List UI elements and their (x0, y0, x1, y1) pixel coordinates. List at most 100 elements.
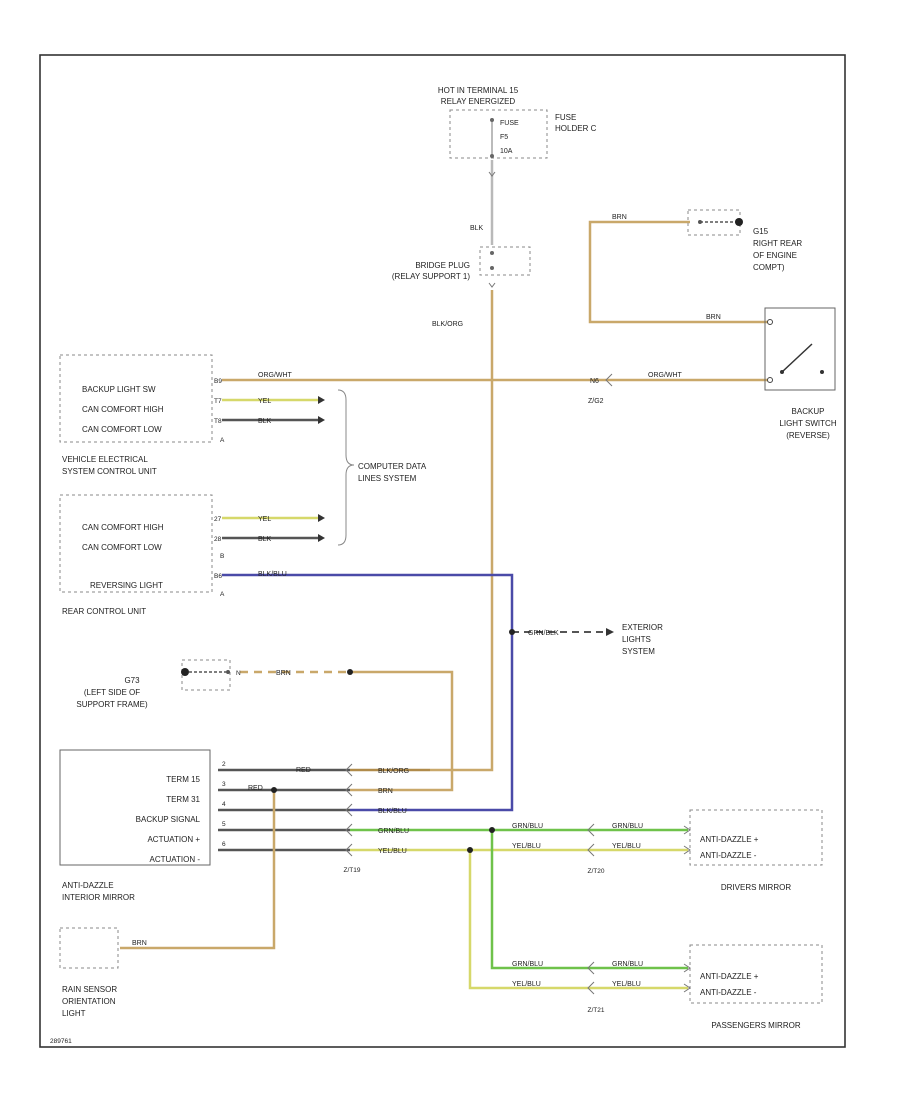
wire-label-brn-switch: BRN (706, 314, 721, 321)
fuse-number: F5 (500, 134, 508, 141)
wire-brn-rain-sensor (120, 790, 276, 950)
wire-label-vesc-blk: BLK (258, 418, 272, 425)
wire-label-act-minus-out: YEL/BLU (378, 848, 407, 855)
passengers-mirror-connector: Z/T21 (588, 1007, 605, 1014)
wire-brn-ground-left (350, 670, 454, 792)
drivers-mirror-name: DRIVERS MIRROR (721, 883, 791, 892)
data-lines-label-1: COMPUTER DATA (358, 462, 427, 471)
mirror-pin-2: 3 (222, 781, 226, 788)
vesc-box (59, 354, 213, 443)
fuse-holder: HOT IN TERMINAL 15 RELAY ENERGIZED FUSE … (438, 86, 597, 177)
vesc-name-1: VEHICLE ELECTRICAL (62, 455, 148, 464)
vesc-connector: A (220, 437, 225, 444)
connector-chevron-3 (345, 803, 353, 817)
wire-label-blk: BLK (470, 225, 484, 232)
mirror-pin-5: 6 (222, 841, 226, 848)
wire-brn-ground-right (588, 220, 768, 324)
rain-sensor-label-1: RAIN SENSOR (62, 985, 117, 994)
passengers-connector-chevron-1 (587, 961, 595, 975)
splice-pin-label: N6 (590, 378, 599, 385)
rcu-can-low-arrow-icon (318, 534, 325, 542)
drivers-connector-chevron-1 (587, 823, 595, 837)
act-plus-splice-dot (489, 827, 495, 833)
exterior-lights: GRN/BLK EXTERIOR LIGHTS SYSTEM (509, 623, 663, 656)
exterior-splice-dot (509, 629, 515, 635)
exterior-label-2: LIGHTS (622, 635, 651, 644)
fuse-holder-label-2: HOLDER C (555, 124, 597, 133)
wire-label-red-1: RED (296, 767, 311, 774)
backup-switch-label-2: LIGHT SWITCH (779, 419, 836, 428)
wire-label-term15-out: BLK/ORG (378, 768, 409, 775)
exterior-arrow-icon (606, 628, 614, 636)
passengers-mirror-plus-label: ANTI-DAZZLE + (700, 972, 759, 981)
wire-label-driver-grn-1: GRN/BLU (512, 823, 543, 830)
rcu-connector-b: B (220, 553, 224, 560)
wire-label-term31-out: BRN (378, 788, 393, 795)
data-lines-label-2: LINES SYSTEM (358, 474, 417, 483)
passengers-mirror-pin-chevron-1 (683, 963, 691, 973)
vesc-can-low-arrow-icon (318, 416, 325, 424)
interior-mirror-box (59, 749, 211, 866)
wire-grn-blu-passenger (490, 830, 688, 970)
ground-g73-line2: SUPPORT FRAME) (76, 700, 148, 709)
passengers-mirror-pin-chevron-2 (683, 983, 691, 993)
backup-switch-label-1: BACKUP (792, 407, 825, 416)
mirror-term31-label: TERM 31 (166, 795, 200, 804)
vesc-backup-light-label: BACKUP LIGHT SW (82, 385, 156, 394)
wire-label-red-2: RED (248, 785, 263, 792)
vesc-pin-backup: B9 (214, 378, 222, 385)
rcu-pin-high: 27 (214, 516, 222, 523)
wire-label-rcu-blk: BLK (258, 536, 272, 543)
rcu-can-high-arrow-icon (318, 514, 325, 522)
ground-g15-line1: RIGHT REAR (753, 239, 802, 248)
wire-label-rain-brn: BRN (132, 940, 147, 947)
rain-sensor-label-2: ORIENTATION (62, 997, 116, 1006)
passengers-mirror-name: PASSENGERS MIRROR (711, 1021, 800, 1030)
wire-label-driver-grn-2: GRN/BLU (612, 823, 643, 830)
bridge-plug-box (479, 246, 531, 276)
ground-g73: N BRN G73 (LEFT SIDE OF SUPPORT FRAME) (76, 659, 353, 709)
rain-sensor-label-3: LIGHT (62, 1009, 86, 1018)
ground-g73-pin: N (236, 670, 241, 677)
wire-label-pass-grn-1: GRN/BLU (512, 961, 543, 968)
wire-blk-org-main (430, 290, 494, 772)
wire-label-act-plus-out: GRN/BLU (378, 828, 409, 835)
ground-g15-line3: COMPT) (753, 263, 785, 272)
drivers-mirror-plus-label: ANTI-DAZZLE + (700, 835, 759, 844)
mirror-pin-4: 5 (222, 821, 226, 828)
wire-blk-blu-reversing (222, 573, 514, 812)
vesc-pin-high: T7 (214, 398, 222, 405)
backup-switch-terminal-1 (767, 319, 773, 325)
mirror-pin-3: 4 (222, 801, 226, 808)
fuse-contact-top (490, 118, 494, 122)
hot-terminal-label: HOT IN TERMINAL 15 (438, 86, 519, 95)
backup-switch-box (764, 307, 836, 391)
mirror-term15-label: TERM 15 (166, 775, 200, 784)
passengers-mirror: ANTI-DAZZLE + ANTI-DAZZLE - PASSENGERS M… (512, 944, 823, 1030)
interior-mirror-name-1: ANTI-DAZZLE (62, 881, 114, 890)
backup-switch-pivot (780, 370, 784, 374)
backup-switch-contact-icon (781, 343, 813, 373)
wire-label-vesc-yel: YEL (258, 398, 271, 405)
mirror-act-plus-label: ACTUATION + (147, 835, 200, 844)
wires (120, 160, 768, 990)
backup-light-switch: BACKUP LIGHT SWITCH (REVERSE) (764, 307, 837, 440)
rain-sensor-orientation-light: BRN RAIN SENSOR ORIENTATION LIGHT (59, 927, 147, 1018)
fuse-connector-chevron (488, 171, 496, 177)
backup-switch-terminal-2 (767, 377, 773, 383)
drivers-mirror-connector: Z/T20 (588, 868, 605, 875)
mirror-backup-label: BACKUP SIGNAL (136, 815, 201, 824)
diagram-code: 289761 (50, 1038, 72, 1045)
rcu-reversing-label: REVERSING LIGHT (90, 581, 163, 590)
rcu-name: REAR CONTROL UNIT (62, 607, 146, 616)
connector-chevron-1 (345, 763, 353, 777)
ground-g15: BRN G15 RIGHT REAR OF ENGINE COMPT) BRN (612, 209, 802, 321)
wire-label-backup-out: BLK/BLU (378, 808, 407, 815)
backup-switch-stop (820, 370, 824, 374)
act-minus-splice-dot (467, 847, 473, 853)
wire-label-driver-yel-2: YEL/BLU (612, 843, 641, 850)
anti-dazzle-interior-mirror: TERM 15 TERM 31 BACKUP SIGNAL ACTUATION … (59, 749, 409, 902)
mirror-term31-splice-dot (271, 787, 277, 793)
wire-label-blk-org: BLK/ORG (432, 321, 463, 328)
ground-g73-eyelet-icon (181, 668, 189, 676)
